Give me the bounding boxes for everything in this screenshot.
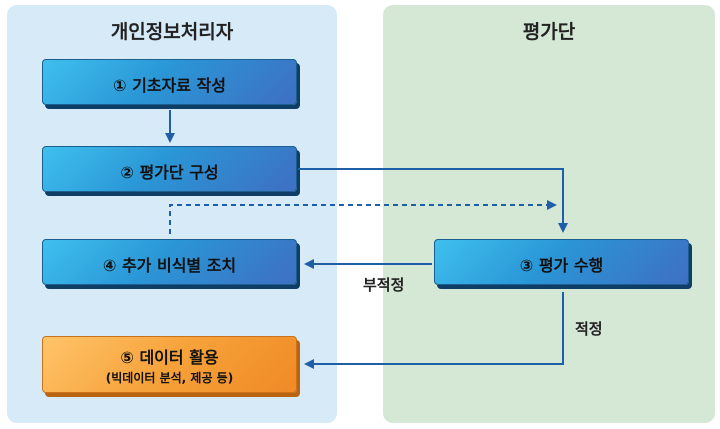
step-1-label: ① 기초자료 작성: [112, 76, 226, 95]
panel-title-left: 개인정보처리자: [110, 21, 234, 43]
step-5-box: ⑤ 데이터 활용 (빅데이터 분석, 제공 등): [42, 336, 297, 393]
edge-label-unfit: 부적정: [363, 276, 405, 294]
step-4-label: ④ 추가 비식별 조치: [102, 256, 237, 275]
arrow-2-to-3: [298, 168, 568, 233]
step-4-box: ④ 추가 비식별 조치: [42, 239, 297, 285]
panel-evaluation-team: 평가단: [383, 5, 715, 423]
panel-title-right: 평가단: [522, 21, 576, 43]
arrow-4-to-3-dashed: [169, 200, 557, 234]
edge-label-fit: 적정: [575, 320, 603, 338]
step-2-label: ② 평가단 구성: [120, 163, 219, 182]
step-5-label: ⑤ 데이터 활용: [120, 348, 219, 367]
step-1-box: ① 기초자료 작성: [42, 59, 297, 105]
step-3-label: ③ 평가 수행: [519, 256, 604, 275]
step-2-box: ② 평가단 구성: [42, 146, 297, 192]
arrow-3-to-5-fit: [304, 292, 564, 369]
step-5-sublabel: (빅데이터 분석, 제공 등): [105, 371, 234, 385]
step-3-box: ③ 평가 수행: [434, 239, 689, 285]
